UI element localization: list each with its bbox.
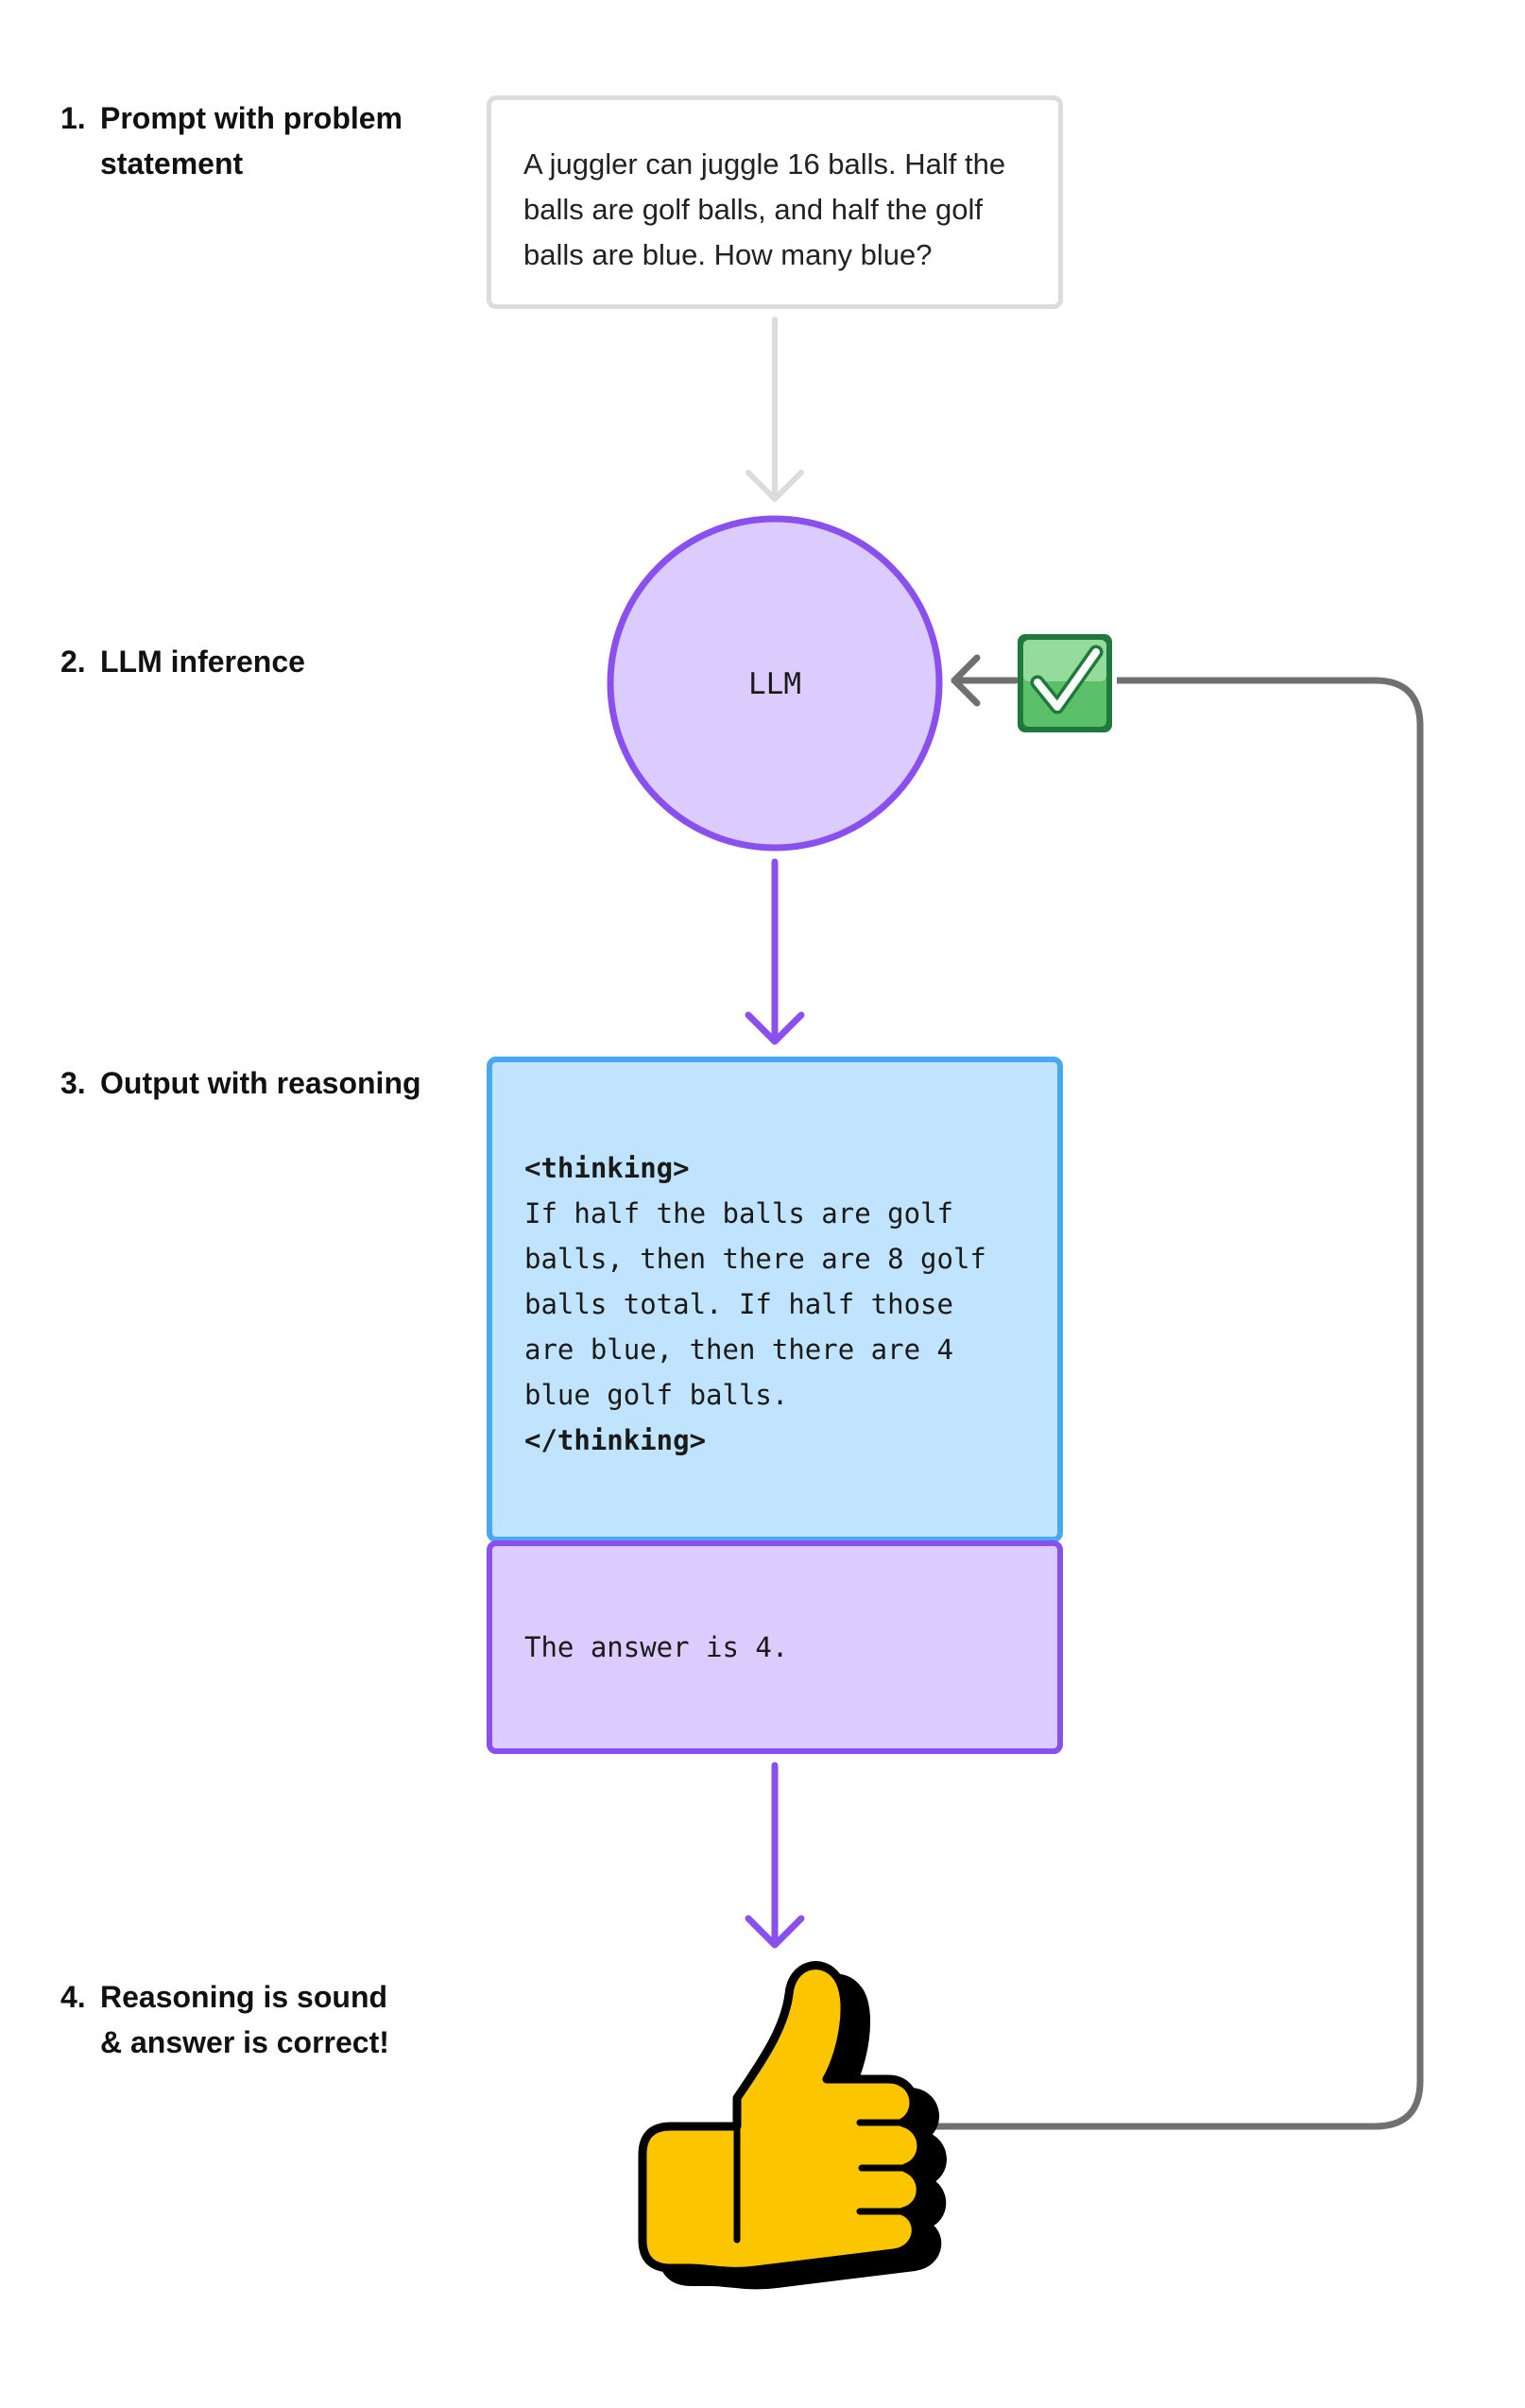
step-number: 4. [60,1980,86,2014]
step-label-4: 4. Reasoning is sound & answer is correc… [60,1974,389,2065]
step-number: 2. [60,645,86,679]
step-number: 1. [60,101,86,135]
arrow-output-to-verdict [745,1762,805,1949]
thinking-text: If half the balls are golf balls, then t… [524,1197,986,1411]
step-text: Output with reasoning [100,1066,421,1100]
step-label-3: 3. Output with reasoning [60,1060,421,1106]
thumbs-up-icon [638,1961,947,2290]
feedback-loop-arrow [926,654,1424,2130]
check-mark-icon [1018,634,1112,732]
arrow-llm-to-output [745,858,805,1045]
step-text: Reasoning is sound & answer is correct! [100,1980,389,2059]
answer-text: The answer is 4. [524,1631,789,1663]
llm-node [607,515,943,851]
step-label-1: 1. Prompt with problem statement [60,95,403,186]
step-text: LLM inference [100,645,305,679]
thinking-close-tag: </thinking> [524,1424,707,1456]
answer-box: The answer is 4. [487,1540,1063,1754]
prompt-box: A juggler can juggle 16 balls. Half the … [487,95,1063,309]
reasoning-box: <thinking> If half the balls are golf ba… [487,1057,1063,1542]
arrow-prompt-to-llm [745,317,804,502]
llm-label: LLM [748,667,801,701]
step-label-2: 2. LLM inference [60,639,305,684]
prompt-text: A juggler can juggle 16 balls. Half the … [523,147,1006,271]
step-text: Prompt with problem statement [100,101,403,181]
thinking-open-tag: <thinking> [524,1152,690,1184]
step-number: 3. [60,1066,86,1100]
